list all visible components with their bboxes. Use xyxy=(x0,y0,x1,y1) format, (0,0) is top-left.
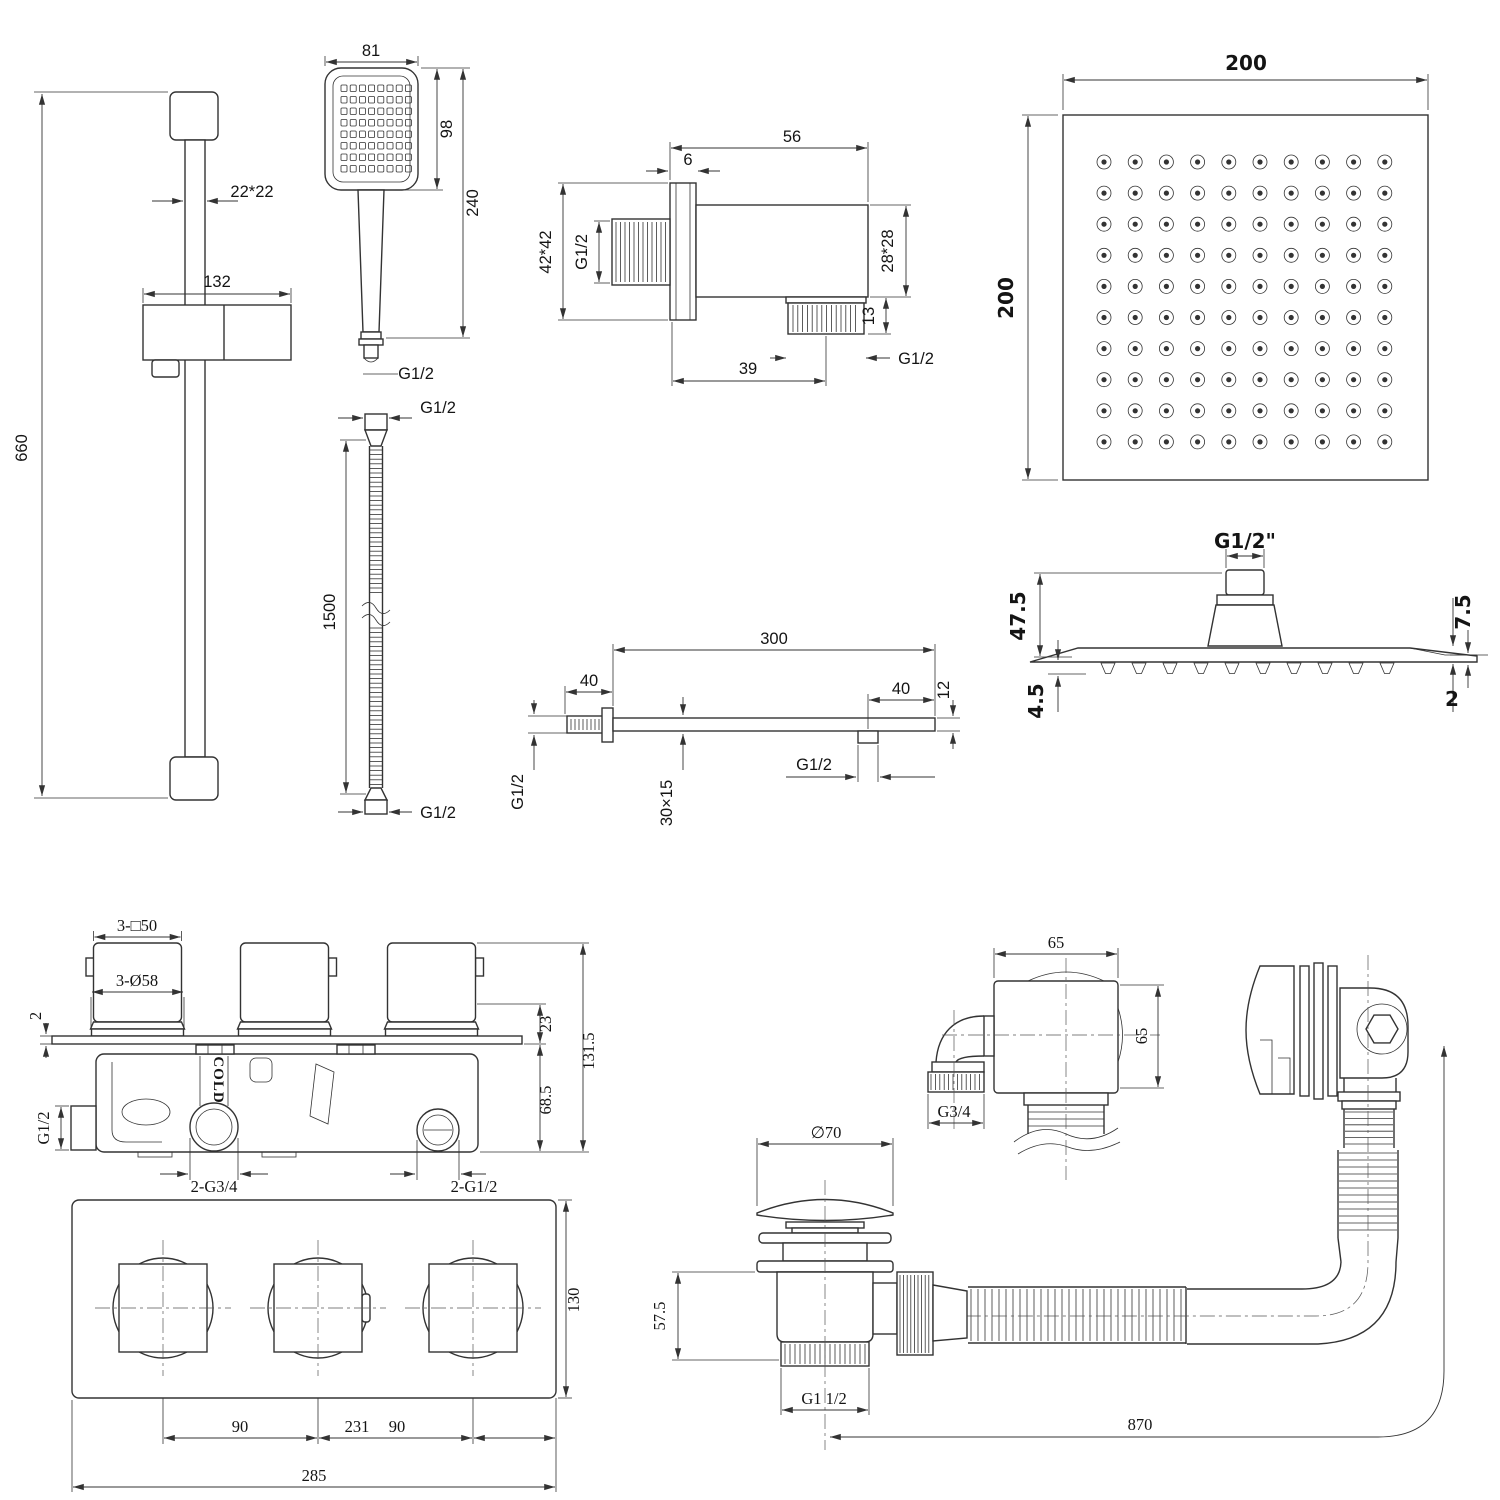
valve-trim-plate-drawing: 130 90 231 90 285 xyxy=(71,1199,583,1492)
knurl-hatch xyxy=(899,1275,930,1353)
dim-label-hose-length: 1500 xyxy=(321,594,339,631)
dim-label-side-edge: 7.5 xyxy=(1451,594,1475,629)
dim-label-arm-wall-offset: 40 xyxy=(580,672,598,690)
dim-label-rail-length: 660 xyxy=(13,434,31,462)
dim-label-plate-width: 285 xyxy=(302,1466,327,1485)
cold-marking: COLD xyxy=(210,1056,226,1103)
thread-hatch-arm xyxy=(570,719,600,730)
dim-label-valve-total-h: 131.5 xyxy=(579,1032,598,1069)
dim-label-hs-total: 240 xyxy=(464,189,482,217)
dim-label-bracket-width: 132 xyxy=(203,273,231,291)
dim-label-arm-outlet-thread: G1/2 xyxy=(796,756,832,774)
dim-label-plate-s3: 90 xyxy=(389,1417,406,1436)
dim-label-head-depth: 200 xyxy=(994,277,1018,319)
dim-label-wo-inlet-thread: G1/2 xyxy=(573,234,591,270)
dim-label-valve-side-thread: G1/2 xyxy=(34,1112,53,1145)
dim-label-valve-23: 23 xyxy=(536,1016,555,1033)
dim-label-wo-offset: 39 xyxy=(739,360,757,378)
dim-label-drain-thread: G1 1/2 xyxy=(801,1389,846,1408)
corrugated-hose-upper xyxy=(1345,1111,1393,1145)
spray-nozzle-grid xyxy=(340,84,412,173)
thread-hatch-drain xyxy=(784,1344,866,1364)
shower-arm-drawing: 300 40 40 12 G1/2 30×15 G1/2 xyxy=(509,630,960,826)
shower-hose-drawing: G1/2 1500 G1/2 xyxy=(321,399,456,822)
dim-label-wo-outlet-thread: G1/2 xyxy=(898,350,934,368)
drain-waste-drawing: ∅70 57.5 G1 1/2 xyxy=(650,1123,968,1450)
dim-label-wo-drop: 13 xyxy=(860,307,878,325)
side-nozzle-row xyxy=(1100,662,1395,674)
slide-rail-drawing: 660 22*22 132 xyxy=(13,91,292,801)
dim-label-valve-escutcheons: 3-Ø58 xyxy=(116,971,158,990)
dim-label-of-height: 65 xyxy=(1132,1028,1151,1045)
overflow-housing-and-hose-drawing: 870 xyxy=(830,955,1448,1441)
dim-label-valve-plate-t: 2 xyxy=(26,1012,45,1020)
dim-label-arm-length: 300 xyxy=(760,630,788,648)
overhead-shower-side-drawing: G1/2" 47.5 7.5 2 4.5 xyxy=(1006,529,1488,719)
thread-hatch-outlet xyxy=(792,305,856,332)
nozzle-grid xyxy=(1096,154,1393,450)
dim-label-side-nozzle: 4.5 xyxy=(1024,683,1048,718)
dim-label-of-thread: G3/4 xyxy=(938,1102,971,1121)
dim-label-valve-bottom-ports: 2-G3/4 xyxy=(191,1177,238,1196)
dim-label-plate-s1: 90 xyxy=(232,1417,249,1436)
hand-shower-drawing: 81 98 240 G1/2 xyxy=(324,42,482,383)
wall-outlet-elbow-drawing: 56 6 42*42 G1/2 28*28 13 G1/2 39 xyxy=(537,128,934,386)
dim-label-arm-height: 12 xyxy=(935,681,953,699)
dim-label-valve-body-h: 68.5 xyxy=(536,1086,555,1115)
dim-label-hs-width: 81 xyxy=(362,42,380,60)
dim-label-arm-section: 30×15 xyxy=(658,780,676,826)
dim-label-hose-run: 870 xyxy=(1128,1415,1153,1434)
dim-label-wo-flange: 42*42 xyxy=(537,230,555,273)
dim-label-hose-bottom-thread: G1/2 xyxy=(420,804,456,822)
dim-label-side-thread: G1/2" xyxy=(1214,529,1276,553)
dim-label-of-width: 65 xyxy=(1048,933,1065,952)
dim-label-rail-section: 22*22 xyxy=(230,183,273,201)
dim-label-hs-thread: G1/2 xyxy=(398,365,434,383)
mixer-valve-drawing: COLD 3-□50 3-Ø58 2 G1/2 2-G3/4 2-G1/2 23 xyxy=(26,916,598,1196)
dim-label-drain-cap: ∅70 xyxy=(811,1123,842,1142)
dim-label-arm-end-offset: 40 xyxy=(892,680,910,698)
overhead-shower-top-drawing: 200 200 xyxy=(994,51,1429,481)
dim-label-wo-body: 28*28 xyxy=(879,229,897,272)
dim-label-wo-flange-t: 6 xyxy=(683,151,692,169)
dim-label-side-height: 47.5 xyxy=(1006,591,1030,640)
dim-label-valve-handles: 3-□50 xyxy=(117,916,157,935)
overflow-filler-drawing: 65 65 G3/4 xyxy=(927,933,1164,1180)
dim-label-arm-wall-thread: G1/2 xyxy=(509,774,527,810)
dim-label-valve-top-ports: 2-G1/2 xyxy=(451,1177,498,1196)
dim-label-drain-height: 57.5 xyxy=(650,1302,669,1331)
dim-label-side-plate: 2 xyxy=(1445,687,1459,711)
thread-hatch-inlet xyxy=(615,222,666,282)
dim-label-plate-s2: 231 xyxy=(345,1417,370,1436)
dim-label-hs-head: 98 xyxy=(438,120,456,138)
dim-label-head-width: 200 xyxy=(1225,51,1267,75)
dim-label-wo-depth: 56 xyxy=(783,128,801,146)
hose-ribs xyxy=(369,449,383,785)
dim-label-hose-top-thread: G1/2 xyxy=(420,399,456,417)
dim-label-plate-height: 130 xyxy=(564,1288,583,1313)
corrugated-hose-horizontal xyxy=(970,1289,1182,1341)
